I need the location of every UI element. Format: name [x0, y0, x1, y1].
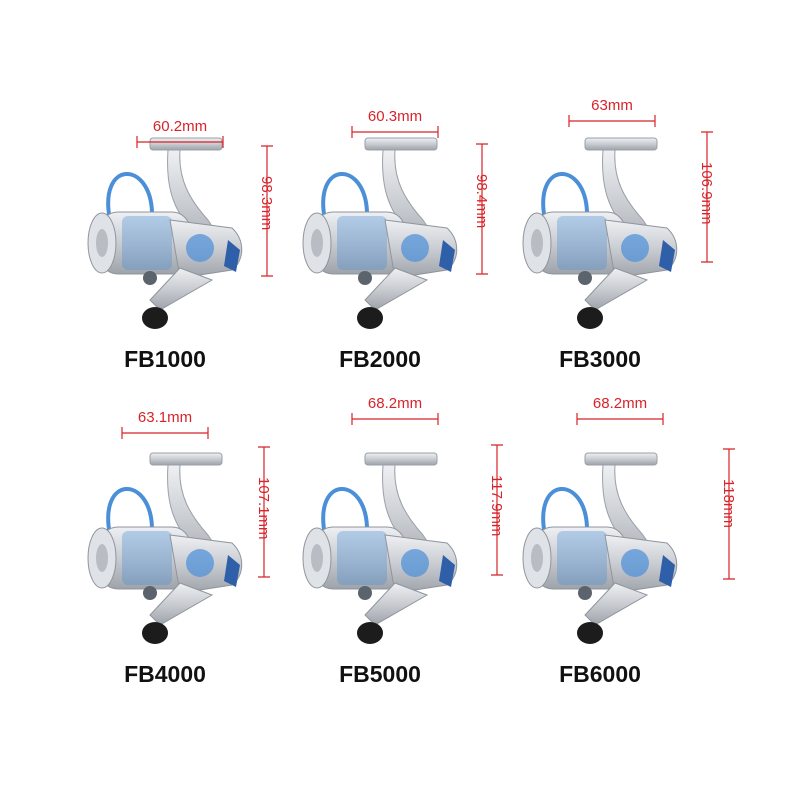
- model-label: FB3000: [559, 346, 641, 372]
- width-dimension: 68.2mm: [592, 395, 648, 412]
- dimension-lines: [576, 413, 735, 580]
- dimension-lines: [351, 413, 503, 576]
- reel-card-fb6000: 68.2mm 118mm FB6000: [475, 395, 737, 735]
- model-label: FB5000: [339, 661, 421, 687]
- spinning-reel-icon: [522, 115, 713, 329]
- spinning-reel-icon: [302, 413, 503, 644]
- width-dimension: 68.2mm: [367, 395, 423, 412]
- width-dimension: 63.1mm: [137, 409, 193, 426]
- spinning-reel-icon: [522, 413, 735, 644]
- dimension-lines: [351, 126, 488, 275]
- dimension-lines: [136, 136, 273, 277]
- reel-card-fb4000: 63.1mm 107.1mm FB4000: [40, 409, 290, 735]
- width-dimension: 60.3mm: [367, 108, 423, 125]
- dimension-lines: [121, 427, 270, 578]
- spinning-reel-icon: [87, 427, 270, 644]
- reel-card-fb1000: 60.2mm 98.3mm FB1000: [40, 100, 290, 420]
- spinning-reel-icon: [87, 136, 273, 329]
- reel-card-fb2000: 60.3mm 98.4mm FB2000: [255, 100, 505, 420]
- reel-card-fb3000: 63mm 106.9mm FB3000: [475, 97, 725, 420]
- height-dimension: 106.9mm: [698, 162, 715, 225]
- spinning-reel-icon: [302, 126, 488, 329]
- width-dimension: 60.2mm: [152, 118, 208, 135]
- model-label: FB2000: [339, 346, 421, 372]
- dimension-lines: [568, 115, 713, 263]
- model-label: FB6000: [559, 661, 641, 687]
- height-dimension: 118mm: [720, 479, 737, 528]
- reel-card-fb5000: 68.2mm 117.9mm FB5000: [255, 395, 505, 735]
- model-label: FB4000: [124, 661, 206, 687]
- width-dimension: 63mm: [591, 97, 633, 114]
- model-label: FB1000: [124, 346, 206, 372]
